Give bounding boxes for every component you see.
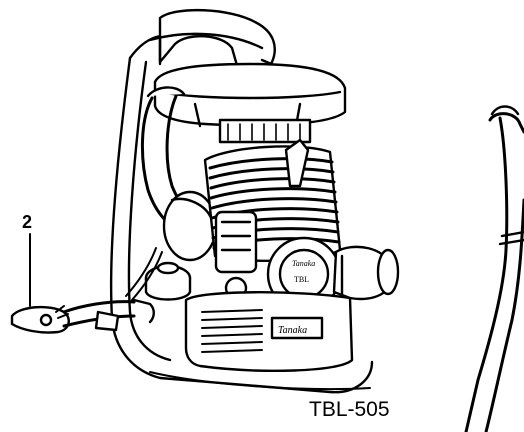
blower-tube	[464, 105, 524, 432]
starter-logo-text: Tanaka	[292, 259, 315, 268]
figure-id: TBL-505	[309, 398, 390, 421]
callout-number: 2	[22, 212, 33, 232]
muffler	[332, 245, 400, 301]
fuel-cap	[144, 261, 192, 301]
throttle-lever	[10, 298, 155, 334]
tank-nameplate-text: Tanaka	[278, 325, 307, 336]
throttle-cable	[125, 247, 163, 301]
starter-model-text: TBL	[294, 275, 309, 284]
engine-top-cover	[153, 62, 347, 144]
base-line	[149, 371, 371, 391]
fuel-tank: Tanaka	[184, 291, 354, 372]
carburetor-assembly	[214, 210, 258, 300]
